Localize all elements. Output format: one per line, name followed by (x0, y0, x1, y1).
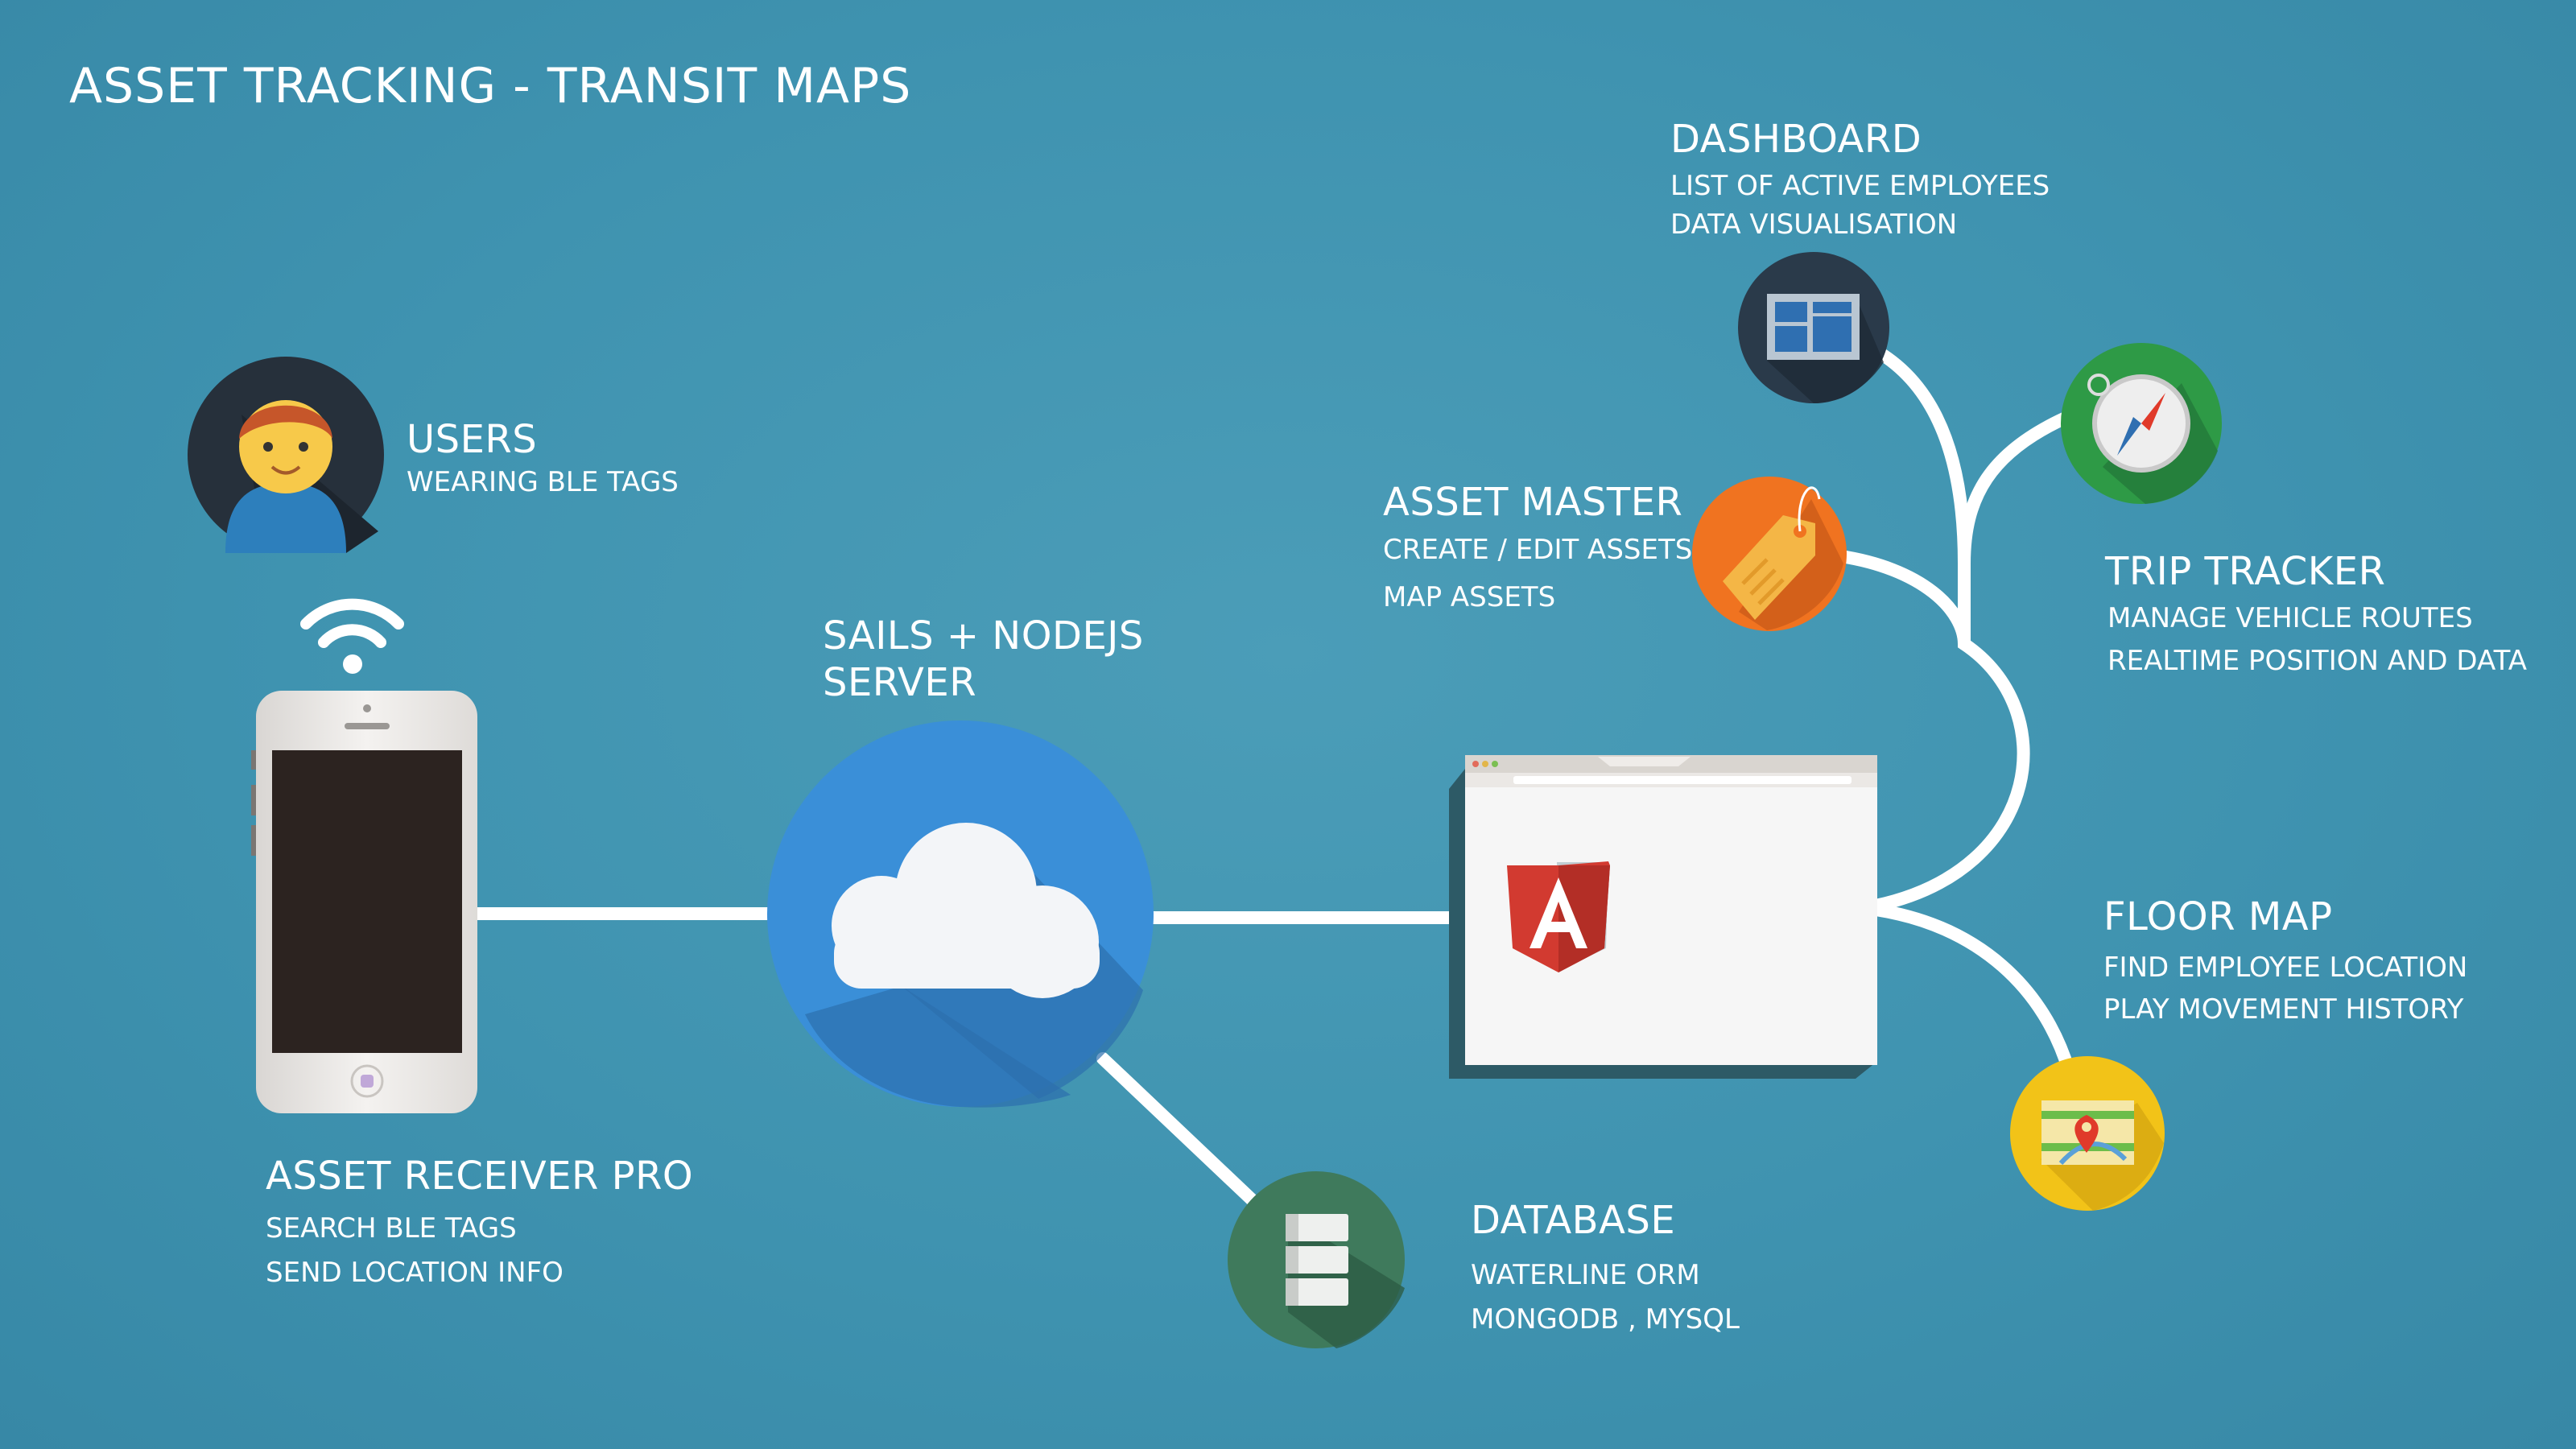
asset-master-line-1: Create / Edit assets (1383, 534, 1693, 566)
database-line-1: Waterline ORM (1471, 1259, 1700, 1291)
users-heading: Users (407, 417, 538, 462)
asset-master-line-2: Map assets (1383, 581, 1556, 613)
trip-tracker-line-1: Manage vehicle routes (2107, 602, 2473, 634)
floor-map-heading: Floor Map (2103, 894, 2333, 939)
dashboard-heading: Dashboard (1670, 117, 1922, 162)
compass-icon (2061, 343, 2222, 504)
link-trip-trunk (1958, 408, 2079, 570)
tag-icon (1692, 477, 1847, 631)
users-avatar-icon (188, 357, 384, 553)
database-line-2: MongoDB , MySQL (1471, 1303, 1740, 1335)
angular-logo-icon (1507, 861, 1610, 972)
asset-master-heading: Asset Master (1383, 480, 1683, 525)
floor-map-line-1: Find employee location (2103, 952, 2468, 984)
link-dashboard-trunk (1861, 340, 1971, 570)
receiver-line-2: Send location info (266, 1257, 564, 1289)
users-line-1: Wearing BLE tags (407, 466, 679, 498)
link-asset-master-trunk (1829, 549, 1971, 650)
smartphone-icon (251, 691, 477, 1113)
dashboard-line-1: List of active employees (1670, 170, 2050, 202)
trip-tracker-line-2: Realtime position and data (2107, 645, 2527, 677)
link-trunk-browser (1869, 557, 2030, 912)
wifi-icon (300, 598, 404, 674)
browser-window-icon (1449, 755, 1877, 1079)
link-server-database (1096, 1052, 1262, 1210)
dashboard-icon (1738, 252, 1889, 403)
map-pin-icon (2010, 1056, 2165, 1211)
connector-lines (469, 340, 2079, 1210)
link-browser-floor-map (1869, 903, 2075, 1077)
dashboard-line-2: Data visualisation (1670, 208, 1958, 241)
server-heading-line-2: Server (823, 660, 977, 705)
database-heading: Database (1471, 1198, 1676, 1243)
trip-tracker-heading: Trip Tracker (2105, 549, 2386, 594)
receiver-heading: Asset Receiver Pro (266, 1154, 694, 1199)
receiver-line-1: Search BLE tags (266, 1212, 517, 1245)
server-heading-line-1: Sails + NodeJS (823, 613, 1144, 658)
database-icon (1228, 1171, 1405, 1348)
page-title: Asset Tracking - Transit Maps (69, 58, 912, 114)
floor-map-line-2: Play movement history (2103, 993, 2464, 1026)
cloud-server-icon (767, 720, 1154, 1108)
